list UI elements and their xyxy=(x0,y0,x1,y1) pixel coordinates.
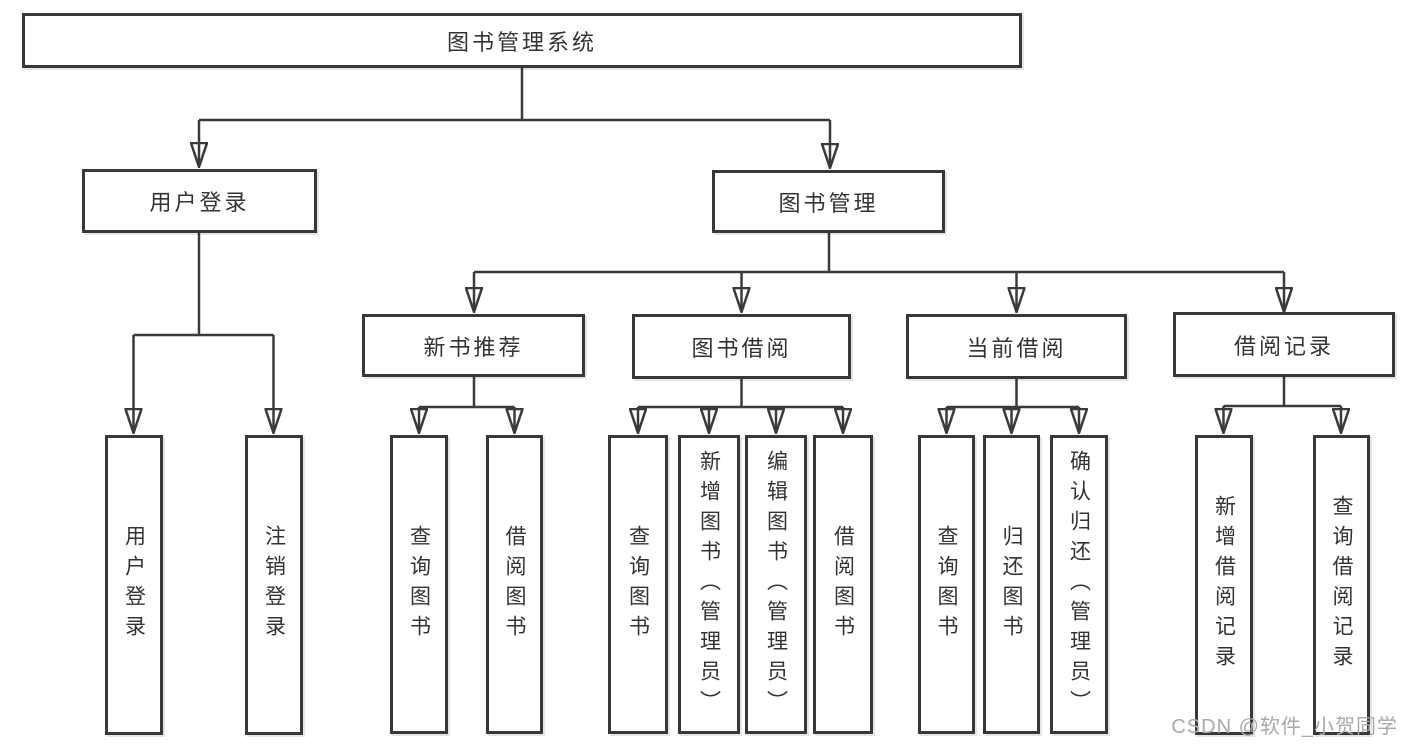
leaf-label: 确认归还（管理员） xyxy=(1067,449,1091,720)
leaf-label: 归还图书 xyxy=(1000,524,1023,645)
node-borrowing-records: 借阅记录 xyxy=(1173,312,1395,377)
leaf-query-books-3: 查询图书 xyxy=(918,435,975,734)
leaf-label: 查询图书 xyxy=(626,524,650,645)
leaf-label: 查询借阅记录 xyxy=(1330,495,1353,675)
leaf-label: 新增图书（管理员） xyxy=(697,449,721,720)
leaf-query-borrow-record: 查询借阅记录 xyxy=(1313,435,1370,735)
leaf-edit-books-admin: 编辑图书（管理员） xyxy=(745,435,807,734)
leaf-borrow-books-1: 借阅图书 xyxy=(486,435,543,734)
leaf-label: 借阅图书 xyxy=(831,524,855,645)
leaf-label: 借阅图书 xyxy=(503,524,526,645)
leaf-label: 用户登录 xyxy=(122,525,146,645)
csdn-watermark: CSDN @软件_小贺同学 xyxy=(1171,716,1398,738)
node-current-borrowing: 当前借阅 xyxy=(906,314,1127,379)
node-book-management: 图书管理 xyxy=(712,170,945,233)
leaf-label: 查询图书 xyxy=(407,524,431,645)
leaf-add-books-admin: 新增图书（管理员） xyxy=(678,435,740,734)
node-book-borrowing: 图书借阅 xyxy=(632,314,851,379)
node-user-login-branch: 用户登录 xyxy=(82,169,317,233)
leaf-return-books: 归还图书 xyxy=(983,435,1040,734)
leaf-label: 查询图书 xyxy=(935,524,958,645)
leaf-borrow-books-2: 借阅图书 xyxy=(813,435,873,734)
leaf-confirm-return-admin: 确认归还（管理员） xyxy=(1050,435,1108,734)
leaf-logout: 注销登录 xyxy=(245,435,303,735)
leaf-add-borrow-record: 新增借阅记录 xyxy=(1195,435,1253,735)
leaf-label: 注销登录 xyxy=(262,525,286,645)
leaf-user-login: 用户登录 xyxy=(105,435,163,735)
leaf-query-books-2: 查询图书 xyxy=(608,435,668,734)
leaf-label: 新增借阅记录 xyxy=(1212,495,1236,675)
node-library-management-system: 图书管理系统 xyxy=(22,13,1022,68)
node-new-book-recommend: 新书推荐 xyxy=(362,314,585,377)
leaf-label: 编辑图书（管理员） xyxy=(764,449,788,720)
leaf-query-books-1: 查询图书 xyxy=(390,435,448,734)
